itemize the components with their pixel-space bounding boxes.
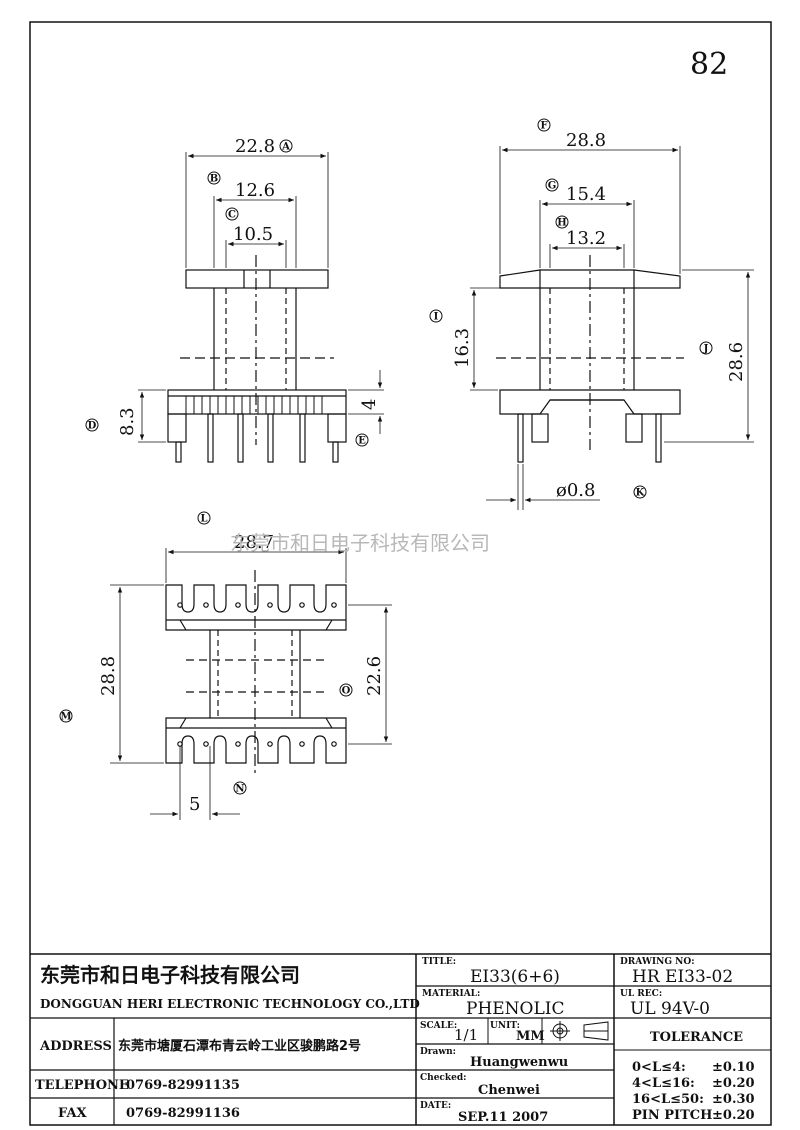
dim-i: 16.3 <box>452 328 473 368</box>
drawing-no-value: HR EI33-02 <box>632 967 733 987</box>
fax-value: 0769-82991136 <box>126 1106 240 1121</box>
telephone-label: TELEPHONE <box>35 1078 129 1093</box>
front-view <box>138 152 384 463</box>
page-number: 82 <box>690 47 728 82</box>
drawing-no-label: DRAWING NO: <box>620 957 695 967</box>
tolerance-table: 0<L≤4: ±0.10 4<L≤16: ±0.20 16<L≤50: ±0.3… <box>632 1060 755 1123</box>
fax-label: FAX <box>58 1106 88 1121</box>
svg-text:A: A <box>281 142 290 153</box>
dim-d: 8.3 <box>117 407 138 436</box>
dim-h: 13.2 <box>566 228 606 249</box>
svg-text:E: E <box>358 436 366 447</box>
address-label: ADDRESS <box>39 1039 112 1054</box>
tolerance-value: ±0.10 <box>712 1060 755 1075</box>
address-value: 东莞市塘厦石潭布青云岭工业区骏鹏路2号 <box>118 1038 361 1054</box>
svg-text:I: I <box>434 312 439 323</box>
marker-e: E <box>355 433 369 447</box>
tolerance-range: 16<L≤50: <box>632 1092 704 1107</box>
dim-c: 10.5 <box>233 224 273 245</box>
marker-f: F <box>537 118 551 132</box>
title-label: TITLE: <box>422 957 456 967</box>
dim-j: 28.6 <box>726 342 747 382</box>
marker-j: J <box>699 341 713 355</box>
tolerance-value: ±0.30 <box>712 1092 755 1107</box>
marker-i: I <box>429 309 443 323</box>
tolerance-range: 0<L≤4: <box>632 1060 686 1075</box>
title-block <box>30 953 771 1125</box>
dim-a: 22.8 <box>235 136 275 157</box>
unit-value: MM <box>516 1029 545 1044</box>
svg-text:B: B <box>210 174 218 185</box>
svg-text:H: H <box>557 218 566 229</box>
dim-o: 22.6 <box>364 656 385 696</box>
tolerance-value: ±0.20 <box>712 1108 755 1123</box>
scale-value: 1/1 <box>454 1026 478 1044</box>
watermark-text: 东莞市和日电子科技有限公司 <box>230 531 490 555</box>
svg-text:L: L <box>200 514 207 525</box>
scale-label: SCALE: <box>420 1021 457 1031</box>
drawn-label: Drawn: <box>420 1047 456 1057</box>
marker-d: D <box>85 418 99 432</box>
dim-k: ø0.8 <box>556 480 595 501</box>
ul-rec-value: UL 94V-0 <box>630 999 710 1019</box>
sheet-border <box>29 21 772 1126</box>
company-name-cn: 东莞市和日电子科技有限公司 <box>40 963 300 987</box>
checked-label: Checked: <box>420 1073 467 1083</box>
title-value: EI33(6+6) <box>470 967 560 987</box>
drawn-value: Huangwenwu <box>470 1055 568 1070</box>
projection-symbol <box>550 1021 609 1041</box>
marker-k: K <box>633 485 647 499</box>
dimension-markers: A B C D E F G H I J K L M N O <box>59 118 713 795</box>
dim-b: 12.6 <box>235 180 275 201</box>
date-value: SEP.11 2007 <box>458 1110 548 1125</box>
tolerance-value: ±0.20 <box>712 1076 755 1091</box>
telephone-value: 0769-82991135 <box>126 1078 240 1093</box>
unit-label: UNIT: <box>490 1021 520 1031</box>
date-label: DATE: <box>420 1101 451 1111</box>
dim-m: 28.8 <box>98 656 119 696</box>
svg-text:J: J <box>703 344 709 355</box>
dim-l: 28.7 <box>234 532 274 553</box>
material-value: PHENOLIC <box>466 999 565 1019</box>
ul-rec-label: UL REC: <box>620 989 662 999</box>
marker-o: O <box>339 683 353 697</box>
svg-text:N: N <box>235 784 244 795</box>
svg-text:C: C <box>228 210 236 221</box>
tolerance-range: PIN PITCH <box>632 1108 712 1123</box>
dim-n: 5 <box>189 794 200 815</box>
marker-c: C <box>225 207 239 221</box>
marker-a: A <box>279 139 293 153</box>
svg-text:O: O <box>342 686 351 697</box>
marker-h: H <box>555 215 569 229</box>
marker-b: B <box>207 171 221 185</box>
dim-e: 4 <box>359 399 380 410</box>
dim-g: 15.4 <box>566 184 606 205</box>
svg-text:M: M <box>60 712 71 723</box>
marker-m: M <box>59 709 73 723</box>
marker-g: G <box>545 178 559 192</box>
svg-text:F: F <box>540 121 547 132</box>
marker-n: N <box>233 781 247 795</box>
bottom-view <box>110 548 392 820</box>
side-view <box>470 146 754 510</box>
material-label: MATERIAL: <box>422 989 480 999</box>
svg-text:K: K <box>636 488 645 499</box>
checked-value: Chenwei <box>478 1083 540 1098</box>
dim-f: 28.8 <box>566 130 606 151</box>
company-name-en: DONGGUAN HERI ELECTRONIC TECHNOLOGY CO.,… <box>40 997 420 1011</box>
tolerance-title: TOLERANCE <box>650 1030 743 1045</box>
marker-l: L <box>197 511 211 525</box>
svg-text:D: D <box>88 421 97 432</box>
svg-text:G: G <box>548 181 557 192</box>
tolerance-range: 4<L≤16: <box>632 1076 695 1091</box>
